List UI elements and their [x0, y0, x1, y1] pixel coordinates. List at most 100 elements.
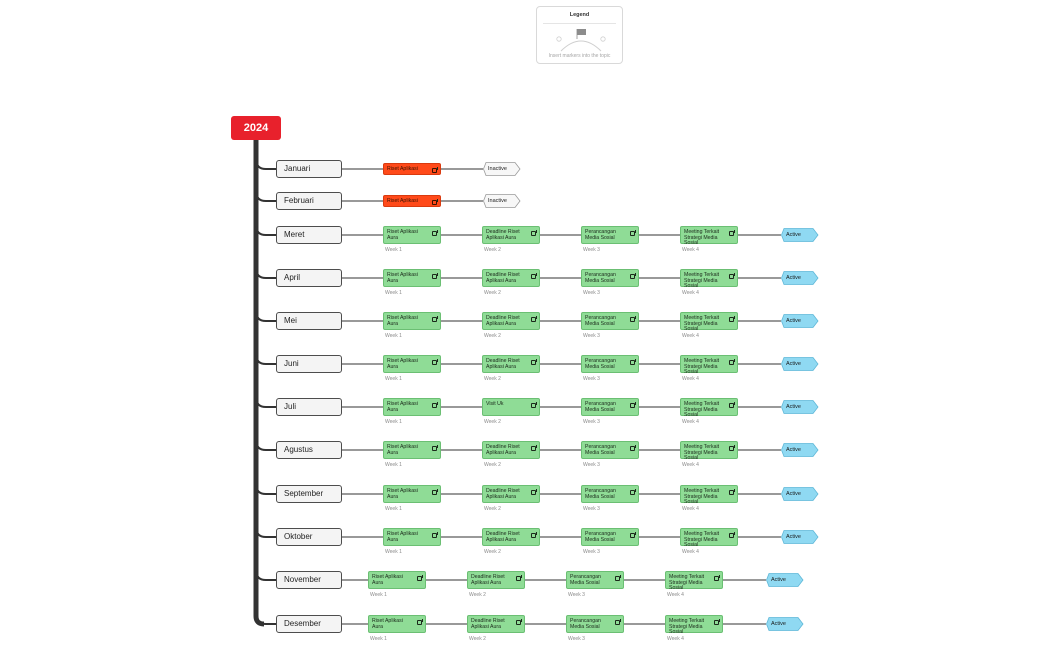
status-active-tag[interactable]: Active [781, 400, 819, 414]
task-topic[interactable]: Meeting Terkait Strategi Media Sosial [680, 269, 738, 289]
external-link-icon[interactable] [729, 316, 735, 322]
task-topic[interactable]: Deadline Riset Aplikasi Aura [482, 441, 540, 459]
external-link-icon[interactable] [531, 230, 537, 236]
task-topic[interactable]: Deadline Riset Aplikasi Aura [482, 269, 540, 287]
external-link-icon[interactable] [630, 273, 636, 279]
task-topic[interactable]: Perancangan Media Sosial [581, 355, 639, 373]
external-link-icon[interactable] [432, 273, 438, 279]
external-link-icon[interactable] [432, 445, 438, 451]
task-topic[interactable]: Perancangan Media Sosial [581, 312, 639, 330]
task-topic[interactable]: Riset Aplikasi Aura [368, 571, 426, 589]
task-topic[interactable]: Deadline Riset Aplikasi Aura [482, 312, 540, 330]
external-link-icon[interactable] [615, 575, 621, 581]
external-link-icon[interactable] [630, 402, 636, 408]
task-topic[interactable]: Riset Aplikasi Aura [383, 398, 441, 416]
root-topic[interactable]: 2024 [231, 116, 281, 140]
task-topic[interactable]: Riset Aplikasi Aura [383, 355, 441, 373]
status-active-tag[interactable]: Active [781, 357, 819, 371]
task-topic[interactable]: Riset Aplikasi Aura [383, 528, 441, 546]
external-link-icon[interactable] [531, 316, 537, 322]
external-link-icon[interactable] [714, 619, 720, 625]
task-topic[interactable]: Riset Aplikasi Aura [383, 485, 441, 503]
task-topic[interactable]: Riset Aplikasi Aura [383, 226, 441, 244]
external-link-icon[interactable] [729, 489, 735, 495]
external-link-icon[interactable] [531, 273, 537, 279]
external-link-icon[interactable] [531, 445, 537, 451]
task-topic[interactable]: Perancangan Media Sosial [581, 528, 639, 546]
external-link-icon[interactable] [630, 532, 636, 538]
legend-panel[interactable]: Legend Insert markers into the topic [536, 6, 623, 64]
status-active-tag[interactable]: Active [781, 443, 819, 457]
task-topic[interactable]: Perancangan Media Sosial [566, 571, 624, 589]
task-topic[interactable]: Deadline Riset Aplikasi Aura [482, 528, 540, 546]
task-topic[interactable]: Riset Aplikasi Aura [368, 615, 426, 633]
external-link-icon[interactable] [432, 489, 438, 495]
external-link-icon[interactable] [432, 359, 438, 365]
status-active-tag[interactable]: Active [781, 228, 819, 242]
external-link-icon[interactable] [630, 230, 636, 236]
task-topic[interactable]: Perancangan Media Sosial [566, 615, 624, 633]
external-link-icon[interactable] [729, 532, 735, 538]
task-topic[interactable]: Meeting Terkait Strategi Media Sosial [680, 441, 738, 461]
external-link-icon[interactable] [417, 619, 423, 625]
task-topic[interactable]: Deadline Riset Aplikasi Aura [467, 571, 525, 589]
month-topic[interactable]: September [276, 485, 342, 503]
task-topic[interactable]: Meeting Terkait Strategi Media Sosial [680, 226, 738, 246]
external-link-icon[interactable] [531, 359, 537, 365]
external-link-icon[interactable] [630, 445, 636, 451]
status-active-tag[interactable]: Active [766, 617, 804, 631]
status-inactive-tag[interactable]: Inactive [483, 162, 521, 176]
external-link-icon[interactable] [531, 402, 537, 408]
external-link-icon[interactable] [531, 532, 537, 538]
status-active-tag[interactable]: Active [781, 487, 819, 501]
task-topic[interactable]: Meeting Terkait Strategi Media Sosial [665, 615, 723, 635]
external-link-icon[interactable] [417, 575, 423, 581]
external-link-icon[interactable] [729, 230, 735, 236]
external-link-icon[interactable] [432, 402, 438, 408]
month-topic[interactable]: Mei [276, 312, 342, 330]
month-topic[interactable]: Juli [276, 398, 342, 416]
month-topic[interactable]: Desember [276, 615, 342, 633]
external-link-icon[interactable] [432, 532, 438, 538]
external-link-icon[interactable] [630, 489, 636, 495]
external-link-icon[interactable] [531, 489, 537, 495]
task-topic[interactable]: Meeting Terkait Strategi Media Sosial [680, 485, 738, 505]
external-link-icon[interactable] [714, 575, 720, 581]
external-link-icon[interactable] [615, 619, 621, 625]
month-topic[interactable]: Juni [276, 355, 342, 373]
external-link-icon[interactable] [432, 167, 438, 173]
task-topic[interactable]: Perancangan Media Sosial [581, 269, 639, 287]
task-topic[interactable]: Visit Uk [482, 398, 540, 416]
task-topic[interactable]: Perancangan Media Sosial [581, 398, 639, 416]
month-topic[interactable]: Januari [276, 160, 342, 178]
task-topic[interactable]: Riset Aplikasi [383, 195, 441, 207]
external-link-icon[interactable] [729, 359, 735, 365]
task-topic[interactable]: Riset Aplikasi Aura [383, 312, 441, 330]
external-link-icon[interactable] [729, 445, 735, 451]
external-link-icon[interactable] [432, 316, 438, 322]
task-topic[interactable]: Meeting Terkait Strategi Media Sosial [680, 312, 738, 332]
task-topic[interactable]: Perancangan Media Sosial [581, 485, 639, 503]
status-active-tag[interactable]: Active [781, 530, 819, 544]
task-topic[interactable]: Perancangan Media Sosial [581, 226, 639, 244]
task-topic[interactable]: Riset Aplikasi Aura [383, 269, 441, 287]
external-link-icon[interactable] [516, 619, 522, 625]
task-topic[interactable]: Perancangan Media Sosial [581, 441, 639, 459]
task-topic[interactable]: Deadline Riset Aplikasi Aura [482, 226, 540, 244]
external-link-icon[interactable] [630, 359, 636, 365]
status-active-tag[interactable]: Active [766, 573, 804, 587]
month-topic[interactable]: April [276, 269, 342, 287]
external-link-icon[interactable] [516, 575, 522, 581]
task-topic[interactable]: Riset Aplikasi [383, 163, 441, 175]
task-topic[interactable]: Deadline Riset Aplikasi Aura [482, 355, 540, 373]
external-link-icon[interactable] [729, 273, 735, 279]
external-link-icon[interactable] [432, 230, 438, 236]
external-link-icon[interactable] [630, 316, 636, 322]
task-topic[interactable]: Riset Aplikasi Aura [383, 441, 441, 459]
task-topic[interactable]: Meeting Terkait Strategi Media Sosial [665, 571, 723, 591]
task-topic[interactable]: Deadline Riset Aplikasi Aura [482, 485, 540, 503]
month-topic[interactable]: Februari [276, 192, 342, 210]
status-active-tag[interactable]: Active [781, 314, 819, 328]
status-active-tag[interactable]: Active [781, 271, 819, 285]
